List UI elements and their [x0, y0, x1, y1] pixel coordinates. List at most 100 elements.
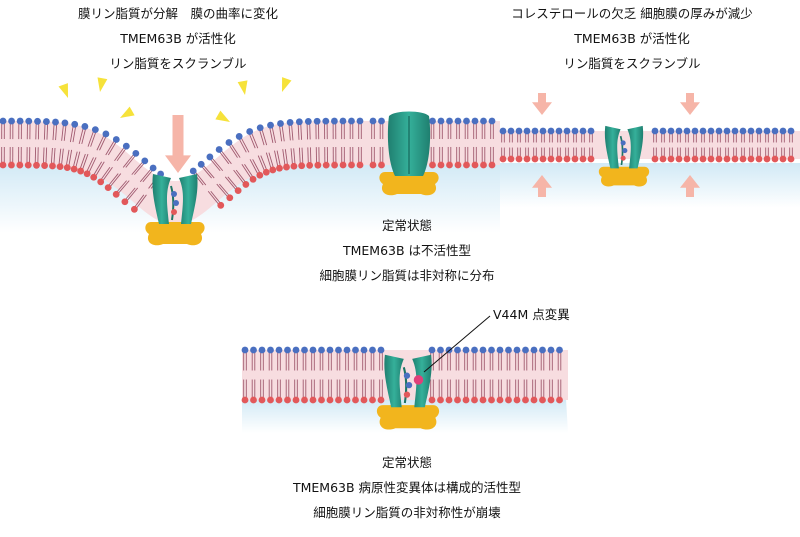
inner-lipid-head	[16, 161, 24, 169]
inner-lipid-head	[555, 155, 563, 163]
channel-anchor-domain	[379, 172, 439, 196]
lipid-tail	[69, 124, 74, 143]
compression-arrow-top	[532, 93, 552, 115]
outer-lipid-head	[258, 346, 266, 354]
caption-steady-state-mutant: 定常状態 TMEM63B 病原性変異体は構成的活性型 細胞膜リン脂質の非対称性が…	[293, 450, 521, 525]
lipid-degradation-spark	[58, 83, 68, 98]
inner-lipid-head	[779, 155, 787, 163]
caption-membrane-curvature: 膜リン脂質が分解 膜の曲率に変化 TMEM63B が活性化 リン脂質をスクランブ…	[78, 1, 278, 76]
inner-lipid-head	[571, 155, 579, 163]
channel-left-subunit	[384, 354, 404, 408]
outer-lipid-head	[522, 346, 529, 354]
inner-lipid-head	[463, 161, 470, 169]
outer-lipid-head	[755, 127, 763, 135]
outer-lipid-head	[691, 127, 699, 135]
caption-line: リン脂質をスクランブル	[563, 56, 701, 71]
protein-layer	[145, 111, 650, 430]
lipid-tail	[229, 142, 241, 158]
inner-lipid-head	[70, 165, 78, 173]
outer-lipid-head	[149, 164, 157, 172]
inner-lipid-head	[301, 396, 308, 404]
outer-lipid-head	[437, 346, 444, 354]
inner-lipid-head	[651, 155, 659, 163]
outer-lipid-head	[378, 117, 385, 125]
inner-lipid-head	[488, 161, 496, 169]
cytoplasm-glow-right	[500, 163, 800, 208]
outer-lipid-head	[91, 126, 99, 133]
caption-line: 定常状態	[381, 218, 433, 233]
outer-lipid-head	[326, 346, 334, 354]
lipid-degradation-spark	[97, 77, 108, 92]
inner-lipid-head	[378, 161, 385, 169]
outer-lipid-head	[267, 121, 274, 129]
outer-lipid-head	[250, 346, 257, 354]
inner-lipid-head	[33, 161, 40, 169]
outer-lipid-head	[496, 346, 504, 354]
inner-lipid-head	[290, 162, 298, 170]
lipid-tail	[282, 149, 286, 168]
channel-anchor-domain	[598, 166, 650, 187]
inner-lipid-head	[471, 161, 479, 169]
inner-lipid-head	[547, 396, 555, 404]
caption-line: 細胞膜リン脂質の非対称性が崩壊	[313, 505, 501, 520]
outer-lipid-head	[304, 118, 312, 125]
outer-lipid-head	[34, 117, 41, 125]
outer-lipid-head	[446, 117, 453, 125]
outer-lipid-head	[360, 346, 368, 354]
scrambled-lipid	[620, 140, 626, 146]
inner-lipid-head	[284, 396, 291, 404]
inner-lipid-head	[454, 396, 461, 404]
inner-lipid-head	[471, 396, 478, 404]
inner-lipid-head	[49, 162, 56, 170]
inner-lipid-head	[587, 155, 595, 163]
outer-lipid-head	[8, 117, 15, 125]
outer-lipid-head	[488, 117, 496, 125]
caption-line: TMEM63B が活性化	[574, 31, 690, 46]
outer-lipid-head	[16, 117, 24, 125]
inner-lipid-head	[739, 155, 747, 163]
outer-lipid-head	[480, 117, 487, 125]
outer-lipid-head	[779, 127, 787, 135]
outer-lipid-head	[295, 118, 303, 126]
inner-lipid-head	[539, 155, 547, 163]
channel-right-subunit	[179, 174, 198, 224]
outer-lipid-head	[530, 346, 538, 354]
lipid-tail	[87, 157, 97, 174]
inner-lipid-head	[691, 155, 699, 163]
outer-lipid-head	[318, 346, 325, 354]
tmem63b-v44m-mutant	[376, 354, 440, 430]
inner-lipid-head	[429, 161, 436, 169]
curved-membrane	[0, 117, 370, 225]
inner-lipid-head	[446, 161, 453, 169]
outer-lipid-head	[369, 346, 376, 354]
inner-lipid-head	[539, 396, 546, 404]
lipid-tail	[78, 126, 85, 145]
inner-lipid-head	[462, 396, 470, 404]
outer-lipid-head	[284, 346, 291, 354]
inner-lipid-head	[675, 155, 683, 163]
inner-lipid-head	[445, 396, 453, 404]
outer-lipid-head	[771, 127, 779, 135]
channel-left-subunit	[152, 174, 171, 224]
outer-lipid-head	[463, 117, 470, 125]
outer-lipid-head	[454, 346, 461, 354]
inner-lipid-head	[513, 396, 521, 404]
inner-lipid-head	[267, 396, 274, 404]
inner-lipid-head	[488, 396, 495, 404]
inner-lipid-head	[428, 396, 436, 404]
outer-lipid-head	[277, 120, 284, 127]
lipid-tail	[109, 173, 122, 188]
inner-lipid-head	[77, 167, 85, 175]
inner-lipid-head	[556, 396, 563, 404]
outer-lipid-head	[215, 146, 223, 153]
mutation-leader-line	[423, 315, 491, 373]
outer-lipid-head	[309, 346, 317, 354]
lipid-tail	[117, 180, 130, 195]
outer-lipid-head	[563, 127, 571, 135]
lipid-tail	[105, 139, 116, 156]
outer-lipid-head	[531, 127, 539, 135]
outer-lipid-head	[462, 346, 470, 354]
outer-lipid-head	[348, 117, 355, 125]
channel-pore	[402, 367, 408, 404]
